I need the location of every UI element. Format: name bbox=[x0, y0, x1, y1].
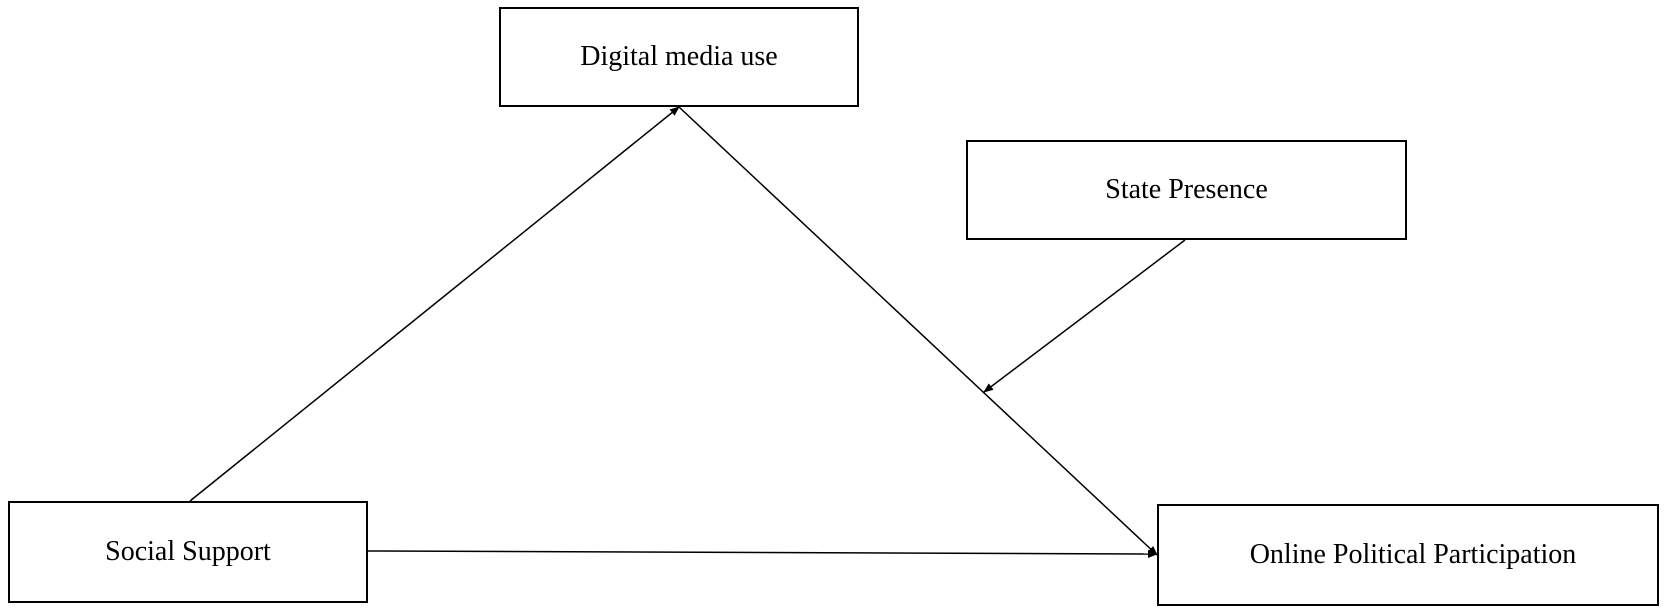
arrow-social-support-to-online-political-participation bbox=[367, 549, 1158, 558]
node-label-online-political-participation: Online Political Participation bbox=[1249, 539, 1577, 570]
arrow-digital-media-use-to-online-political-participation bbox=[678, 106, 1158, 556]
node-online-political-participation: Online Political Participation bbox=[1157, 504, 1659, 606]
node-label-social-support: Social Support bbox=[105, 536, 271, 567]
node-social-support: Social Support bbox=[8, 501, 368, 603]
node-digital-media-use: Digital media use bbox=[499, 7, 859, 107]
node-state-presence: State Presence bbox=[966, 140, 1407, 240]
node-label-digital-media-use: Digital media use bbox=[580, 41, 778, 72]
arrow-social-support-to-digital-media-use bbox=[189, 106, 680, 502]
arrow-state-presence-moderation bbox=[983, 239, 1186, 393]
node-label-state-presence: State Presence bbox=[1105, 174, 1268, 205]
